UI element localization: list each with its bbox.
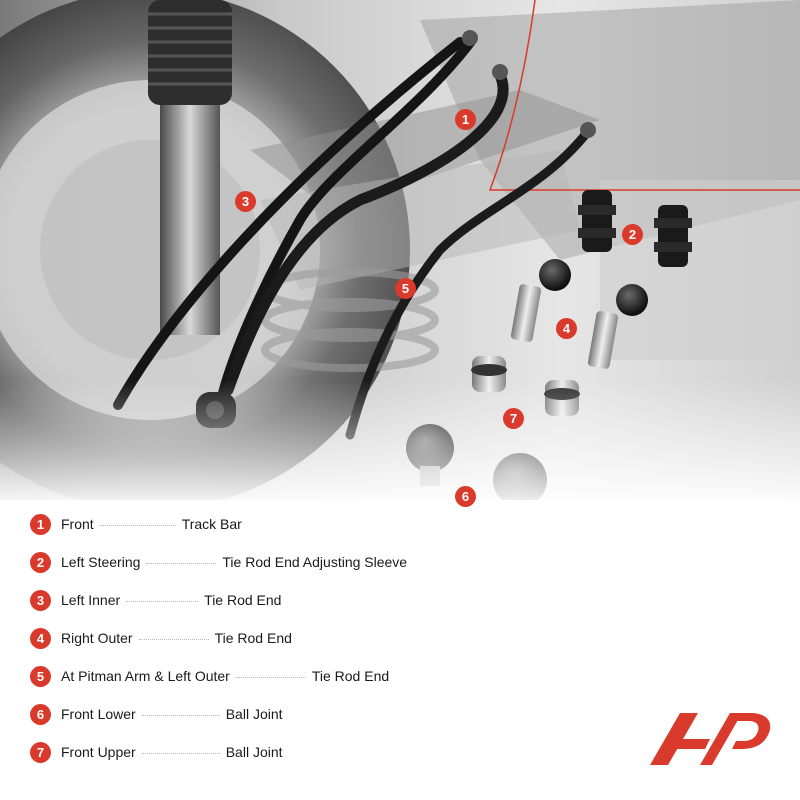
legend-position: Right Outer [61,630,133,646]
legend-part: Tie Rod End [311,668,390,684]
legend-item: 1 Front Track Bar [30,512,590,536]
legend-leader [138,639,209,641]
legend-part: Tie Rod End [214,630,292,646]
legend-position: Left Inner [61,592,121,608]
legend-number: 6 [30,703,51,725]
legend-item: 3 Left Inner Tie Rod End [30,588,590,612]
photo-fade [0,380,800,510]
callout-1: 1 [455,109,476,130]
legend-leader [141,753,220,755]
legend-part: Ball Joint [225,744,283,760]
legend-leader [99,525,176,527]
legend-position: Front Upper [61,744,136,760]
legend-leader [141,715,220,717]
suspension-photo [0,0,800,500]
legend-item: 4 Right Outer Tie Rod End [30,626,590,650]
legend-number: 2 [30,551,51,573]
legend-number: 5 [30,665,51,687]
callout-2: 2 [622,224,643,245]
callout-5: 5 [395,278,416,299]
legend-leader [126,601,199,603]
legend-part: Tie Rod End [204,592,282,608]
legend-position: Front Lower [61,706,136,722]
legend-position: Front [61,516,94,532]
legend-item: 6 Front Lower Ball Joint [30,702,590,726]
legend-part: Track Bar [181,516,242,532]
legend-number: 1 [30,513,51,535]
legend-leader [146,563,217,565]
legend-leader [235,677,306,679]
legend-item: 7 Front Upper Ball Joint [30,740,590,764]
callout-3: 3 [235,191,256,212]
callout-7: 7 [503,408,524,429]
callout-4: 4 [556,318,577,339]
legend-part: Ball Joint [225,706,283,722]
legend-item: 2 Left Steering Tie Rod End Adjusting Sl… [30,550,590,574]
callout-6: 6 [455,486,476,507]
a-premium-logo-icon [650,713,771,765]
legend-number: 4 [30,627,51,649]
legend-position: At Pitman Arm & Left Outer [61,668,230,684]
legend-number: 3 [30,589,51,611]
legend-number: 7 [30,741,51,763]
legend-position: Left Steering [61,554,141,570]
legend-part: Tie Rod End Adjusting Sleeve [222,554,408,570]
legend-item: 5 At Pitman Arm & Left Outer Tie Rod End [30,664,590,688]
